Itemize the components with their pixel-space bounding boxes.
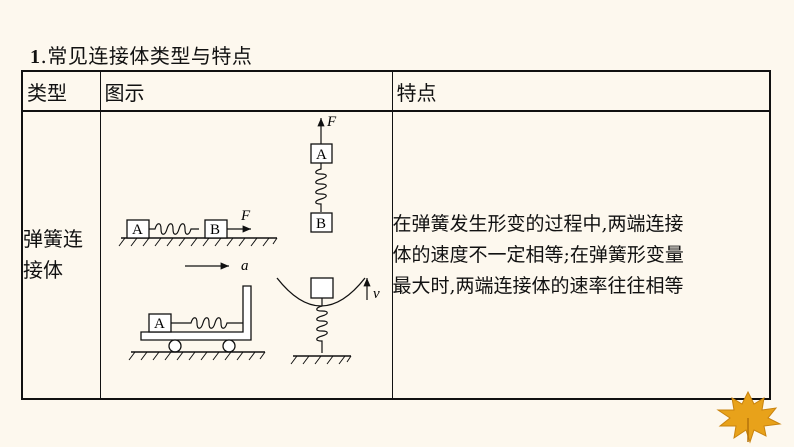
bowl-spring-icon	[315, 298, 328, 353]
block-b-vertical-label: B	[316, 216, 326, 232]
cart-ground-hatch	[128, 351, 265, 361]
type-line: 弹簧连	[23, 227, 83, 251]
block-a-label: A	[132, 222, 143, 238]
section-number: 1	[30, 46, 41, 68]
force-label: F	[240, 208, 251, 224]
upward-force-label: F	[326, 114, 337, 130]
features-cell: 在弹簧发生形变的过程中,两端连接 体的速度不一定相等;在弹簧形变量 最大时,两端…	[391, 110, 771, 400]
feature-line: 在弹簧发生形变的过程中,两端连接	[392, 212, 684, 235]
acceleration-label: a	[241, 258, 249, 274]
block-b-label: B	[210, 222, 220, 238]
section-title-text: .常见连接体类型与特点	[40, 44, 253, 68]
bowl-block	[309, 277, 334, 299]
block-b-vertical	[309, 212, 333, 233]
feature-line: 最大时,两端连接体的速率往往相等	[392, 274, 684, 297]
cart-spring-icon	[170, 317, 243, 329]
bowl-ground-hatch	[290, 355, 351, 365]
table-header-row: 类型 图示 特点	[21, 70, 771, 112]
table-row: 弹簧连 接体 A	[21, 110, 771, 400]
maple-leaf-icon	[716, 390, 782, 444]
vertical-spring-diagram: F A B	[309, 114, 337, 233]
bowl-spring-diagram: v	[275, 277, 380, 365]
feature-line: 体的速度不一定相等;在弹簧形变量	[392, 243, 684, 266]
velocity-label: v	[373, 286, 380, 302]
header-features: 特点	[391, 70, 771, 112]
ground-hatch	[118, 237, 277, 247]
section-title: 1.常见连接体类型与特点	[30, 40, 252, 69]
horizontal-spring-diagram: A B F	[118, 208, 277, 247]
vertical-spring-icon	[314, 163, 327, 212]
block-a-vertical-label: A	[316, 147, 327, 163]
figure-cell: A B F F A B	[99, 110, 393, 400]
type-line: 接体	[23, 258, 63, 282]
block-a-cart-label: A	[154, 316, 165, 332]
header-figure: 图示	[99, 70, 393, 112]
type-cell: 弹簧连 接体	[21, 110, 101, 400]
cart-wheel-right	[221, 339, 236, 353]
spring-diagrams: A B F F A B	[118, 114, 380, 365]
cart-body	[139, 285, 252, 341]
cart-spring-diagram: a A	[128, 258, 265, 361]
connected-bodies-table: 类型 图示 特点 弹簧连 接体	[21, 70, 771, 400]
cart-wheel-left	[167, 339, 182, 353]
header-type: 类型	[21, 70, 101, 112]
spring-icon	[148, 223, 199, 235]
